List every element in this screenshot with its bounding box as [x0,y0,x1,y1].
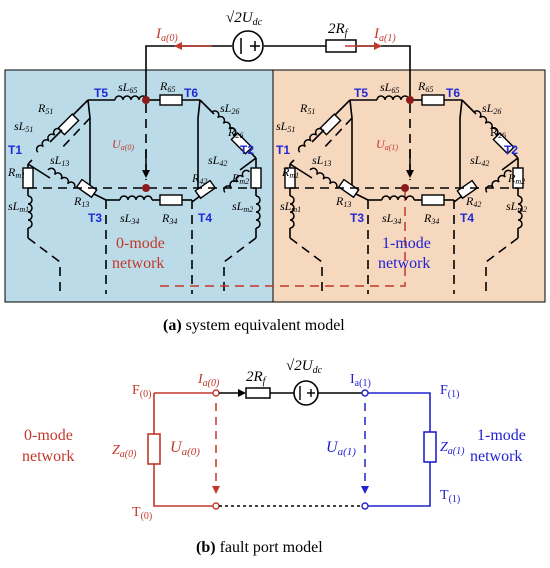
source-label-top: √2Udc [226,10,263,28]
right-net-label-1: 1-mode [477,427,526,444]
terminal-T1-left: T1 [8,143,22,157]
label-R42-left: R42 [191,171,207,186]
label-sL51-right: sL51 [276,119,295,134]
terminal-T3-right: T3 [350,211,364,225]
one-mode-network [284,94,524,294]
label-R65-left: R65 [159,79,175,94]
label-sL26-right: sL26 [482,101,501,116]
network-label-left-2: network [112,255,164,272]
label-R13-right: R13 [335,194,351,209]
left-net-label-2: network [22,448,74,465]
voltage-label-right: Ua(1) [376,137,398,152]
label-sLm2-right: sLm2 [506,199,527,214]
label-source-bottom: √2Udc [286,358,323,376]
label-Rm2-right: Rm2 [507,171,525,186]
label-Rm1-right: Rm1 [281,165,299,180]
fault-port-model [147,380,437,510]
right-net-label-2: network [470,448,522,465]
network-label-right-2: network [378,255,430,272]
label-Rm1-left: Rm1 [7,165,25,180]
caption-b: (b) fault port model [196,539,323,556]
label-R51-left: R51 [37,101,53,116]
network-label-left-1: 0-mode [116,235,165,252]
ground-connector [160,190,406,287]
label-sL65-left: sL65 [118,80,137,95]
one-mode-panel [272,69,546,303]
terminal-T4-left: T4 [198,211,212,225]
left-net-label-1: 0-mode [24,427,73,444]
label-R26-right: R26 [490,125,506,140]
terminal-T5-right: T5 [354,86,368,100]
current-label-right: Ia(1) [373,26,396,44]
terminal-T2-right: T2 [504,143,518,157]
label-2Rf-bottom: 2Rf [246,369,267,387]
label-Rm2-left: Rm2 [231,171,249,186]
label-sLm1-right: sLm1 [280,199,301,214]
caption-a: (a) system equivalent model [163,317,345,334]
label-R42-right: R42 [465,194,481,209]
label-T1: T(1) [440,488,460,505]
terminal-T3-left: T3 [88,211,102,225]
label-sL65-right: sL65 [380,80,399,95]
terminal-T6-right: T6 [446,86,460,100]
label-sLm1-left: sLm1 [8,199,29,214]
label-U0: Ua(0) [170,439,200,458]
label-sL13-right: sL13 [312,153,331,168]
label-sL13-left: sL13 [50,153,69,168]
voltage-label-left: Ua(0) [112,137,134,152]
terminal-T2-left: T2 [240,143,254,157]
terminal-T4-right: T4 [460,211,474,225]
label-sL42-left: sL42 [208,153,227,168]
label-sL51-left: sL51 [14,119,33,134]
label-sL26-left: sL26 [220,101,239,116]
label-U1: Ua(1) [326,439,356,458]
label-F1: F(1) [440,383,459,400]
zero-mode-network [22,94,262,294]
current-label-left: Ia(0) [155,26,178,44]
dc-source-top [232,30,264,62]
label-R34-left: R34 [161,211,177,226]
resistor-label-top: 2Rf [328,21,349,39]
label-sL34-right: sL34 [382,211,401,226]
label-Z0: Za(0) [112,443,137,460]
network-label-right-1: 1-mode [382,235,431,252]
terminal-T1-right: T1 [276,143,290,157]
label-R13-left: R13 [73,194,89,209]
terminal-T6-left: T6 [184,86,198,100]
label-sL42-right: sL42 [470,153,489,168]
label-T0: T(0) [132,505,152,522]
label-R26-left: R26 [227,125,243,140]
label-R51-right: R51 [299,101,315,116]
label-sLm2-left: sLm2 [232,199,253,214]
label-I0: Ia(0) [197,372,220,389]
label-I1: Ia(1) [350,372,371,389]
label-F0: F(0) [132,383,151,400]
label-Z1: Za(1) [440,440,465,457]
label-sL34-left: sL34 [120,211,139,226]
terminal-T5-left: T5 [94,86,108,100]
label-R34-right: R34 [423,211,439,226]
label-R65-right: R65 [417,79,433,94]
